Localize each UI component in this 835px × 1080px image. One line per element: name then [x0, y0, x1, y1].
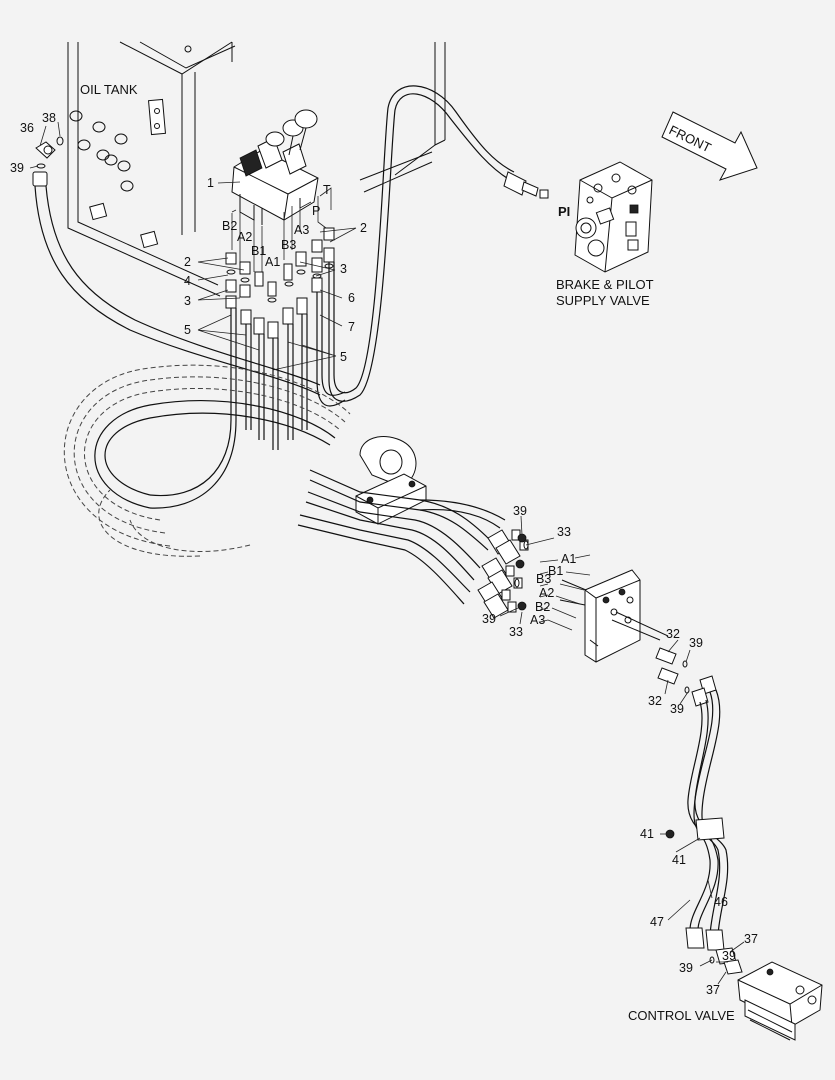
callout-36: 36: [20, 121, 34, 135]
hose-end-fittings: [477, 529, 529, 619]
bracket-b2-label: B2: [535, 600, 550, 614]
port-fittings: [225, 227, 335, 339]
callout-3-left: 3: [184, 294, 191, 308]
callout-4: 4: [184, 274, 191, 288]
front-arrow: FRONT: [661, 111, 758, 181]
callout-2-right: 2: [360, 221, 367, 235]
control-line-fittings: [655, 647, 717, 707]
pilot-control-valve: [231, 109, 319, 225]
port-b2-label: B2: [222, 219, 237, 233]
bracket-b1-label: B1: [548, 564, 563, 578]
port-a2-label: A2: [237, 230, 252, 244]
callout-39-right-bottom: 39: [670, 702, 684, 716]
callout-37-bottom: 37: [706, 983, 720, 997]
bracket-port-labels: A1 B1 B3 A2 B2 A3: [530, 552, 591, 631]
bracket-a1-label: A1: [561, 552, 576, 566]
brake-pilot-supply-valve: PI BRAKE & PILOT SUPPLY VALVE: [556, 161, 654, 308]
bracket-b3-label: B3: [536, 572, 551, 586]
callout-2-left: 2: [184, 255, 191, 269]
mounting-bracket: [559, 569, 669, 663]
callout-32-top: 32: [666, 627, 680, 641]
callout-38: 38: [42, 111, 56, 125]
bracket-a2-label: A2: [539, 586, 554, 600]
callout-46: 46: [714, 895, 728, 909]
control-valve-label: CONTROL VALVE: [628, 1008, 735, 1023]
port-t-label: T: [323, 183, 331, 197]
callout-5-left: 5: [184, 323, 191, 337]
callout-39-valve-top: 39: [722, 949, 736, 963]
pilot-supply-hose: [328, 85, 549, 402]
control-valve: [709, 947, 823, 1041]
callout-39-right-top: 39: [689, 636, 703, 650]
callout-3-right: 3: [340, 262, 347, 276]
callout-37-top: 37: [744, 932, 758, 946]
callout-32-bottom: 32: [648, 694, 662, 708]
callout-33-bottom: 33: [509, 625, 523, 639]
pi-port-label: PI: [558, 204, 570, 219]
callout-39-top: 39: [513, 504, 527, 518]
callout-6: 6: [348, 291, 355, 305]
callout-41-bottom: 41: [672, 853, 686, 867]
callout-numbers: 1 2 2 4 3 3 5 5 6 7 36 38 39 39 33 39 33…: [10, 111, 758, 997]
port-a3-label: A3: [294, 223, 309, 237]
port-p-label: P: [312, 204, 320, 218]
brake-valve-label-line2: SUPPLY VALVE: [556, 293, 650, 308]
hose-clamp: [355, 436, 427, 525]
bracket-a3-label: A3: [530, 613, 545, 627]
callout-7: 7: [348, 320, 355, 334]
oil-tank: OIL TANK: [67, 41, 446, 297]
callout-33-top: 33: [557, 525, 571, 539]
callout-47: 47: [650, 915, 664, 929]
port-b1-label: B1: [251, 244, 266, 258]
control-valve-hoses: [665, 689, 729, 951]
callout-5-right: 5: [340, 350, 347, 364]
callout-41-left: 41: [640, 827, 654, 841]
oil-tank-label: OIL TANK: [80, 82, 138, 97]
callout-39-bottom: 39: [482, 612, 496, 626]
callout-leaders: [29, 121, 745, 985]
callout-1: 1: [207, 176, 214, 190]
port-b3-label: B3: [281, 238, 296, 252]
port-a1-label: A1: [265, 255, 280, 269]
hose-loop: [63, 364, 351, 557]
brake-valve-label-line1: BRAKE & PILOT: [556, 277, 654, 292]
callout-39-valve-left: 39: [679, 961, 693, 975]
hoses-to-bracket: [297, 469, 506, 605]
callout-39-left: 39: [10, 161, 24, 175]
port-labels: T P B2 A2 B1 B3 A3 A1: [222, 183, 332, 280]
